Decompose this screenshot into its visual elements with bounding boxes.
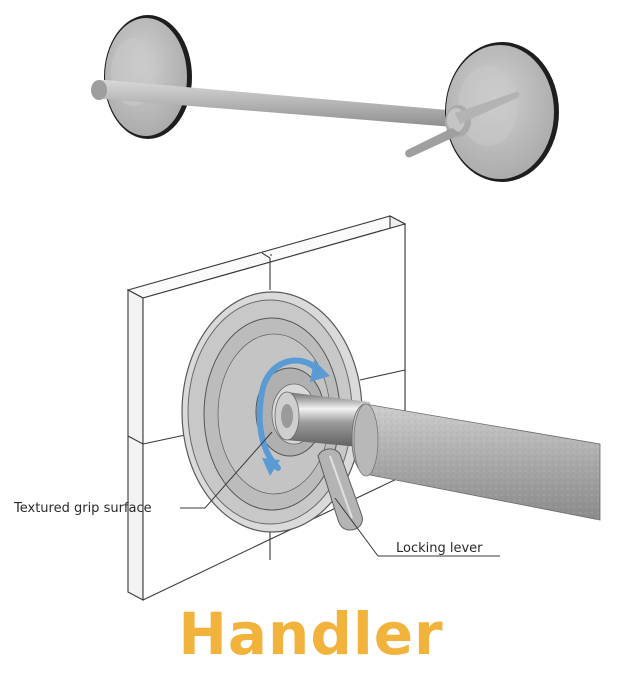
label-locking-lever: Locking lever <box>396 541 483 556</box>
top-locking-lever <box>405 128 461 158</box>
label-textured-grip: Textured grip surface <box>13 501 152 516</box>
leader-locking-lever <box>334 497 500 557</box>
callout-leaders <box>180 431 500 557</box>
leader-textured-grip <box>180 431 273 509</box>
chrome-connector <box>274 391 370 448</box>
product-title: Handler <box>178 600 444 668</box>
textured-grip-rod <box>351 403 601 521</box>
locking-lever-detail <box>317 448 363 531</box>
circular-arrow-icon <box>256 357 330 476</box>
detail-view: Textured grip surface Locking lever <box>13 215 601 601</box>
towel-bar-rod <box>94 80 470 128</box>
suction-cup-detail <box>181 291 363 533</box>
towel-bar-overview <box>91 15 559 182</box>
